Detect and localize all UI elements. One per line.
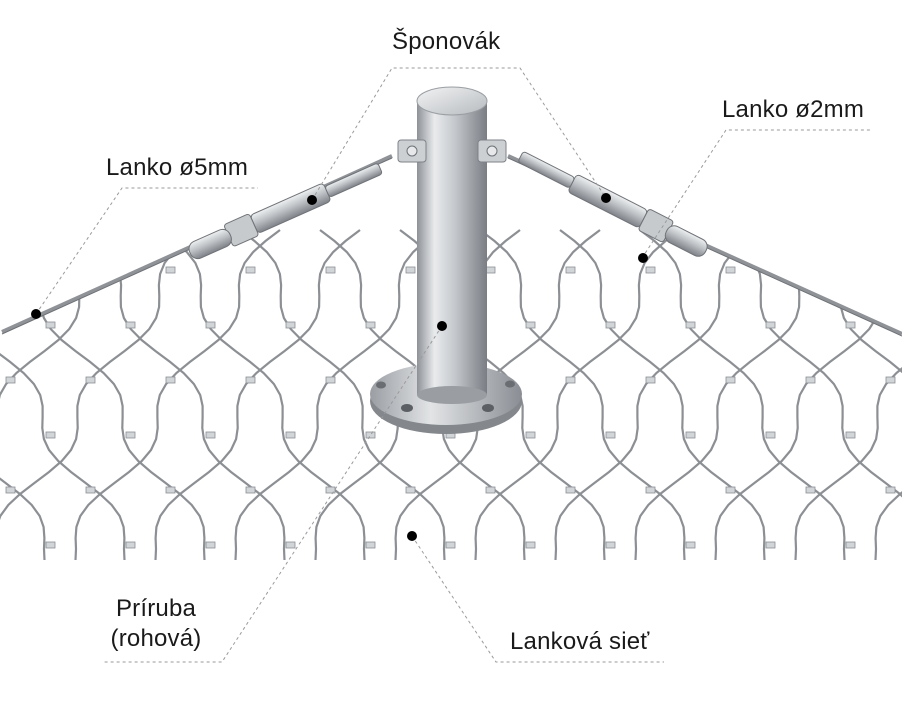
label-priruba: Príruba (rohová) — [100, 594, 212, 654]
net-clamp — [566, 377, 575, 383]
label-priruba-line2: (rohová) — [100, 624, 212, 654]
net-clamp — [846, 542, 855, 548]
bracket-bolt — [487, 146, 497, 156]
net-clamp — [286, 542, 295, 548]
net-wire — [556, 230, 761, 560]
net-clamp — [646, 377, 655, 383]
net-clamp — [886, 377, 895, 383]
dot-lanko-2mm — [638, 253, 648, 263]
post-body — [417, 101, 487, 395]
net-clamp — [286, 432, 295, 438]
bracket-bolt — [407, 146, 417, 156]
net-clamp — [726, 487, 735, 493]
net-clamp — [46, 322, 55, 328]
net-clamp — [846, 322, 855, 328]
post-base-shadow — [417, 386, 487, 404]
label-siet: Lanková sieť — [510, 628, 650, 656]
net-clamp — [166, 377, 175, 383]
net-clamp — [766, 322, 775, 328]
net-clamp — [726, 377, 735, 383]
net-clamp — [526, 432, 535, 438]
net-clamp — [446, 542, 455, 548]
net-clamp — [766, 432, 775, 438]
flange-hole — [505, 381, 515, 388]
post-cap — [417, 87, 487, 115]
net-clamp — [406, 267, 415, 273]
dot-siet — [407, 531, 417, 541]
net-clamp — [206, 322, 215, 328]
net-clamp — [606, 542, 615, 548]
net-clamp — [126, 322, 135, 328]
dot-sponovak-right — [601, 193, 611, 203]
dot-lanko-5mm — [31, 309, 41, 319]
net-wire — [160, 230, 365, 560]
net-clamp — [526, 322, 535, 328]
net-clamp — [46, 432, 55, 438]
net-clamp — [686, 542, 695, 548]
net-clamp — [726, 267, 735, 273]
net-clamp — [686, 432, 695, 438]
net-clamp — [646, 267, 655, 273]
net-clamp — [566, 487, 575, 493]
net-clamp — [886, 487, 895, 493]
net-clamp — [126, 542, 135, 548]
flange-hole — [482, 404, 494, 412]
label-lanko-5mm: Lanko ø5mm — [106, 154, 248, 182]
dot-sponovak-left — [307, 195, 317, 205]
label-lanko-2mm: Lanko ø2mm — [722, 96, 864, 124]
net-clamp — [206, 432, 215, 438]
net-clamp — [366, 322, 375, 328]
net-clamp — [86, 377, 95, 383]
dot-priruba — [437, 321, 447, 331]
net-clamp — [366, 432, 375, 438]
net-clamp — [806, 377, 815, 383]
net-clamp — [646, 487, 655, 493]
net-clamp — [6, 487, 15, 493]
net-clamp — [606, 322, 615, 328]
net-clamp — [126, 432, 135, 438]
net-clamp — [606, 432, 615, 438]
flange-hole — [376, 382, 386, 389]
net-clamp — [326, 267, 335, 273]
net-clamp — [486, 267, 495, 273]
net-clamp — [406, 487, 415, 493]
net-clamp — [86, 487, 95, 493]
net-clamp — [326, 377, 335, 383]
net-clamp — [366, 542, 375, 548]
label-sponovak: Šponovák — [392, 28, 500, 56]
net-clamp — [566, 267, 575, 273]
net-clamp — [46, 542, 55, 548]
net-wire — [560, 230, 765, 560]
net-wire — [156, 230, 361, 560]
net-clamp — [6, 377, 15, 383]
net-clamp — [766, 542, 775, 548]
net-clamp — [246, 267, 255, 273]
net-clamp — [686, 322, 695, 328]
net-clamp — [806, 487, 815, 493]
label-priruba-line1: Príruba — [100, 594, 212, 624]
net-clamp — [846, 432, 855, 438]
net-clamp — [246, 487, 255, 493]
net-clamp — [286, 322, 295, 328]
net-clamp — [166, 487, 175, 493]
net-clamp — [206, 542, 215, 548]
net-clamp — [486, 487, 495, 493]
net-clamp — [166, 267, 175, 273]
net-clamp — [246, 377, 255, 383]
net-clamp — [526, 542, 535, 548]
flange-hole — [401, 404, 413, 412]
